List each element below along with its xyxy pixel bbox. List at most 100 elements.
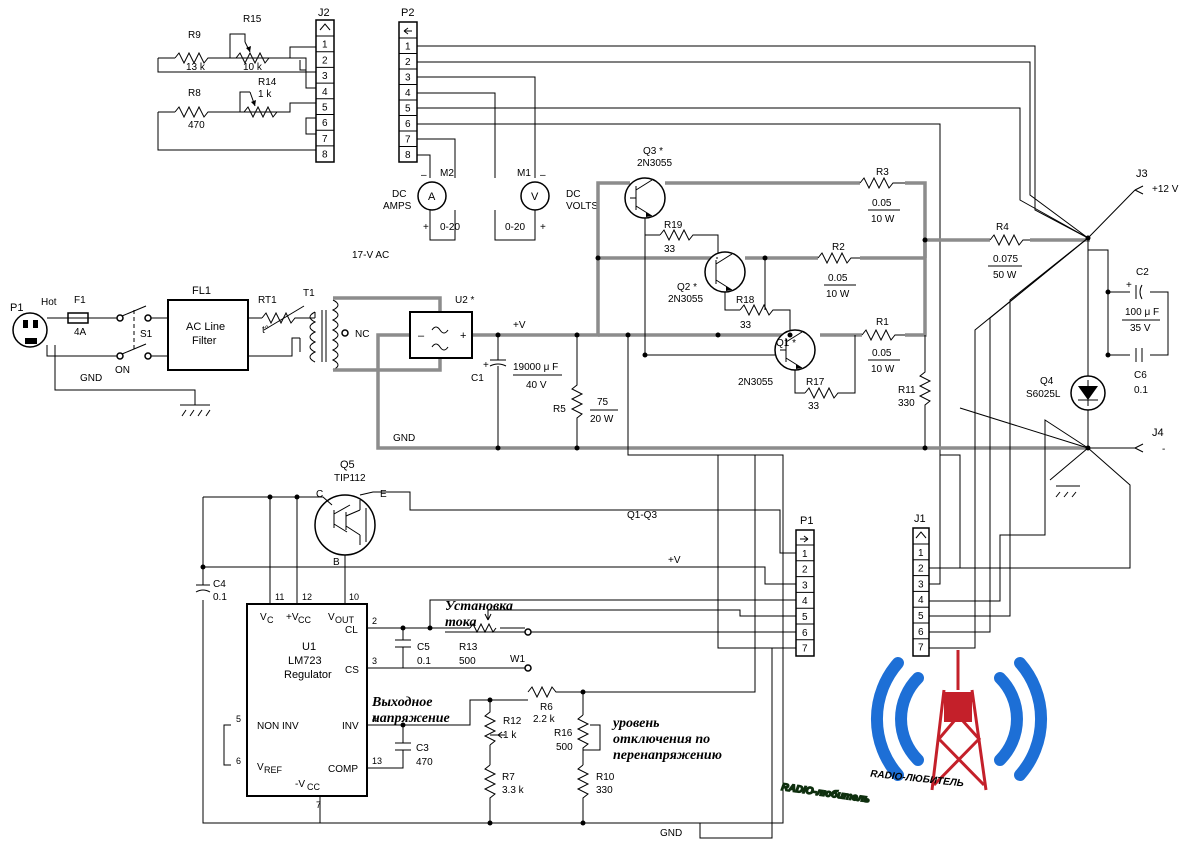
radio-lubitel-logo: RADIO-ЛЮБИТЕЛЬ RADIO-любитель (780, 650, 1048, 806)
j1-key-mark (915, 531, 927, 539)
u1-cl: CL (345, 625, 358, 636)
r15-potentiometer: R15 10 k (230, 14, 296, 73)
junction-dot (1105, 289, 1111, 295)
p1-ctrl-pin-5: 5 (802, 612, 808, 623)
p1-hot-label: Hot (41, 297, 57, 308)
j1-pin-2: 2 (918, 564, 924, 575)
rt1-value: t° (262, 325, 269, 336)
junction-dot (922, 445, 928, 451)
m1-range: 0-20 (505, 222, 525, 233)
s1-switch: S1 ON (115, 305, 153, 376)
vplus-label: +V (513, 320, 526, 331)
u1-pin10: 10 (349, 592, 359, 602)
junction-dot (267, 494, 273, 500)
j1-pin-3: 3 (918, 579, 924, 590)
p2-body (398, 21, 418, 163)
c5-capacitor: C5 0.1 (417, 642, 431, 667)
logo-large-text: RADIO-любитель (781, 781, 871, 805)
r8-resistor: R8 470 (174, 88, 240, 131)
p2-pin-4: 4 (405, 88, 411, 99)
c2-capacitor: + C2 100 μ F 35 V (1122, 267, 1160, 334)
r11-value: 330 (898, 398, 915, 409)
r12-value: 1 k (503, 730, 517, 741)
p2-pin-8: 8 (405, 150, 411, 161)
c4-label: C4 (213, 579, 226, 590)
q5-c-label: C (316, 489, 323, 500)
junction-dot (487, 820, 493, 826)
current-set-annotation: Установка тока (445, 599, 513, 630)
q5-transistor: Q5 TIP112 C E B (314, 459, 387, 568)
m2-ammeter: A M2 DC AMPS 0-20 – + (383, 168, 460, 233)
c1-capacitor: + C1 19000 μ F 40 V (471, 335, 562, 448)
p2-pin-2: 2 (405, 57, 411, 68)
output-wiring (929, 189, 1169, 649)
q5-part: TIP112 (334, 473, 366, 484)
r14-label: R14 (258, 77, 277, 88)
c2-value2: 35 V (1130, 323, 1151, 334)
j3-value: +12 V (1152, 184, 1179, 195)
r2-label: R2 (832, 242, 845, 253)
c3-label: C3 (416, 743, 429, 754)
r10-label: R10 (596, 772, 615, 783)
r8-value: 470 (188, 120, 205, 131)
r3-resistor: R3 0.05 10 W (859, 167, 905, 225)
m2-type: DC (392, 189, 406, 200)
m1-label: M1 (517, 168, 531, 179)
q2-transistor: Q2 * 2N3055 (644, 218, 791, 356)
u1-noninv: NON INV (257, 721, 299, 732)
c3-capacitor: C3 470 (416, 743, 433, 768)
p1-plug: P1 Hot GND (10, 297, 102, 384)
u2-rectifier: – + U2 * (409, 295, 475, 359)
r8-label: R8 (188, 88, 201, 99)
u1-pin11: 11 (275, 592, 284, 602)
r5-resistor: R5 75 20 W (553, 335, 618, 448)
overvoltage-line3: перенапряжению (613, 748, 722, 763)
q1-part: 2N3055 (738, 377, 773, 388)
u1-pin4: 4 (372, 714, 377, 724)
vplus2-label: +V (668, 555, 681, 566)
j2-pin-1: 1 (322, 40, 328, 51)
fl1-filter: FL1 AC Line Filter (167, 285, 249, 371)
c6-value: 0.1 (1134, 385, 1148, 396)
w1-label: W1 (510, 654, 525, 665)
c1-value1: 19000 μ F (513, 362, 558, 373)
s1-state: ON (115, 365, 130, 376)
j2-pin-7: 7 (322, 134, 328, 145)
r12-potentiometer: R12 1 k (483, 700, 522, 746)
junction-dot (400, 625, 406, 631)
j2-pin-5: 5 (322, 103, 328, 114)
u1-vc: V (260, 612, 267, 623)
m1-voltmeter: V M1 DC VOLTS 0-20 – + (505, 168, 598, 233)
j2-pin-2: 2 (322, 55, 328, 66)
r4-value2: 50 W (993, 270, 1017, 281)
p1-ctrl-pin-3: 3 (802, 580, 808, 591)
j2-pin-3: 3 (322, 71, 328, 82)
m2-symbol: A (428, 191, 436, 203)
q2-label: Q2 * (677, 282, 697, 293)
m1-minus: – (540, 170, 546, 181)
u1-pin2: 2 (372, 616, 377, 626)
r15-label: R15 (243, 14, 262, 25)
r1-value2: 10 W (871, 364, 895, 375)
r6-resistor: R6 2.2 k (527, 685, 560, 725)
junction-dot (642, 352, 648, 358)
u1-vref-sub: REF (264, 765, 283, 775)
j2-wiring (157, 33, 316, 151)
junction-dot (200, 564, 206, 570)
junction-dot (495, 332, 501, 338)
junction-dot (787, 332, 793, 338)
p1-ctrl-pin-7: 7 (802, 644, 808, 655)
j2-label: J2 (318, 7, 330, 19)
r13-label: R13 (459, 642, 478, 653)
signal-waves-icon (870, 657, 1048, 781)
u1-pin6: 6 (236, 756, 241, 766)
gnd-bus-label: GND (393, 433, 415, 444)
m2-type2: AMPS (383, 201, 412, 212)
p2-pin-3: 3 (405, 73, 411, 84)
m1-type: DC (566, 189, 580, 200)
r18-resistor: R18 33 (736, 295, 780, 331)
fl1-label: FL1 (192, 285, 211, 297)
rt1-thermistor: RT1 t° (258, 295, 308, 336)
